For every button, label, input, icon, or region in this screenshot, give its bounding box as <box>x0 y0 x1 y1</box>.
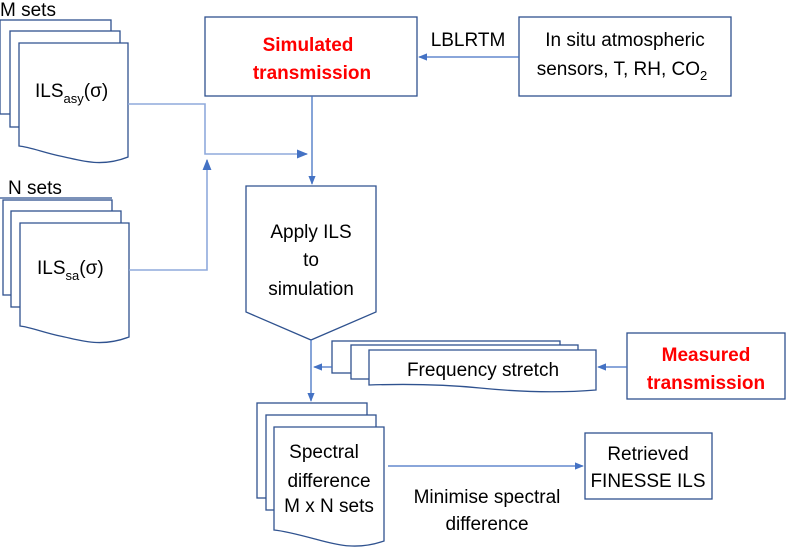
retrieved-line-2: FINESSE ILS <box>590 471 705 492</box>
simulated-line-1: Simulated <box>263 35 354 56</box>
n-sets-caption: N sets <box>8 178 62 199</box>
spectral-difference-line-2: difference <box>287 471 370 492</box>
in-situ-sensors-box <box>518 16 732 97</box>
minimise-label-line-2: difference <box>445 514 528 535</box>
lblrtm-label: LBLRTM <box>431 30 506 51</box>
apply-ils-line-3: simulation <box>268 279 354 300</box>
apply-ils-line-2: to <box>303 250 319 271</box>
frequency-stretch-label: Frequency stretch <box>407 360 559 381</box>
m-sets-node: M sets ILSasy(σ) <box>0 0 129 164</box>
spectral-difference-line-3: M x N sets <box>284 496 374 517</box>
n-sets-to-apply-arrow <box>129 158 212 271</box>
measured-line-2: transmission <box>647 373 765 394</box>
frequency-stretch-node: Frequency stretch <box>331 340 597 393</box>
n-sets-node: N sets ILSsa(σ) <box>0 178 130 344</box>
m-sets-caption: M sets <box>0 0 56 21</box>
simulated-line-2: transmission <box>253 63 371 84</box>
n-sets-page-front <box>19 222 130 344</box>
retrieved-ils-box <box>584 432 713 500</box>
apply-ils-node: Apply ILS to simulation <box>245 185 377 341</box>
m-sets-to-apply-arrow <box>128 103 309 159</box>
retrieved-line-1: Retrieved <box>607 444 688 465</box>
spectral-difference-line-1: Spectral <box>289 442 359 463</box>
measured-line-1: Measured <box>662 345 751 366</box>
frequency-stretch-page-front <box>368 349 597 393</box>
measured-transmission-box <box>626 332 786 400</box>
simulated-transmission-box <box>204 16 418 97</box>
n-sets-label: ILSsa(σ) <box>37 258 104 283</box>
measured-transmission-node: Measured transmission <box>626 332 786 400</box>
in-situ-line-2: sensors, T, RH, CO2 <box>537 59 708 83</box>
retrieved-ils-node: Retrieved FINESSE ILS <box>584 432 713 500</box>
minimise-label-line-1: Minimise spectral <box>414 487 561 508</box>
in-situ-sensors-node: In situ atmospheric sensors, T, RH, CO2 <box>518 16 732 97</box>
m-sets-page-front <box>18 42 129 164</box>
simulated-transmission-node: Simulated transmission <box>204 16 418 97</box>
m-sets-label: ILSasy(σ) <box>35 81 108 106</box>
apply-ils-shape <box>245 185 377 341</box>
in-situ-line-1: In situ atmospheric <box>545 30 704 51</box>
apply-ils-line-1: Apply ILS <box>270 222 351 243</box>
spectral-difference-page-front <box>273 426 385 547</box>
spectral-difference-node: Spectral difference M x N sets <box>256 402 385 547</box>
